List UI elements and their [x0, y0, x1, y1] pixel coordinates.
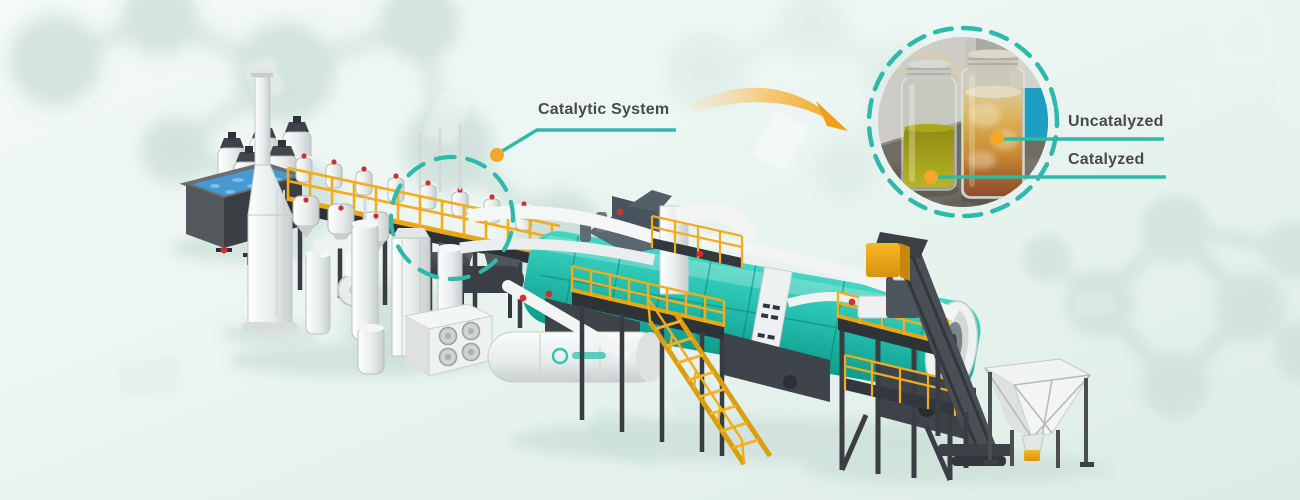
feed-conveyor: [866, 232, 1014, 468]
feed-hopper: [983, 358, 1094, 468]
catalytic-leader-dot: [490, 148, 504, 162]
uncatalyzed-dot: [990, 131, 1004, 145]
conveyor-drive-box: [866, 243, 900, 277]
inset-leader-lines: [934, 137, 1166, 179]
uncatalyzed-label: Uncatalyzed: [1068, 113, 1164, 130]
front-oil-tank: [487, 331, 665, 383]
molecule-cluster-right: [1022, 194, 1300, 419]
main-staircase: [646, 297, 773, 466]
flare-stack: [243, 69, 297, 332]
result-inset: [866, 25, 1166, 219]
molecule-cluster-top-right: [1164, 4, 1300, 123]
jar-catalyzed: [899, 60, 959, 197]
catalyzed-label: Catalyzed: [1068, 151, 1145, 168]
catalytic-system-label: Catalytic System: [538, 101, 670, 118]
diagonal-pipe: [502, 280, 630, 360]
feeder-system: [836, 232, 1094, 481]
catalytic-leader-line: [490, 128, 676, 162]
brand-logo: [551, 347, 569, 365]
pool-front-face: [186, 184, 224, 248]
jar-uncatalyzed: [960, 49, 1028, 205]
flow-arrow: [690, 87, 848, 131]
catalytic-highlight-circle: [388, 154, 516, 282]
feeder-platform: [836, 261, 957, 481]
inset-dashed-circle: [866, 25, 1060, 219]
scrubber-towers: [305, 198, 659, 377]
catalyzed-dot: [924, 170, 938, 184]
upper-vessels: [295, 153, 533, 231]
